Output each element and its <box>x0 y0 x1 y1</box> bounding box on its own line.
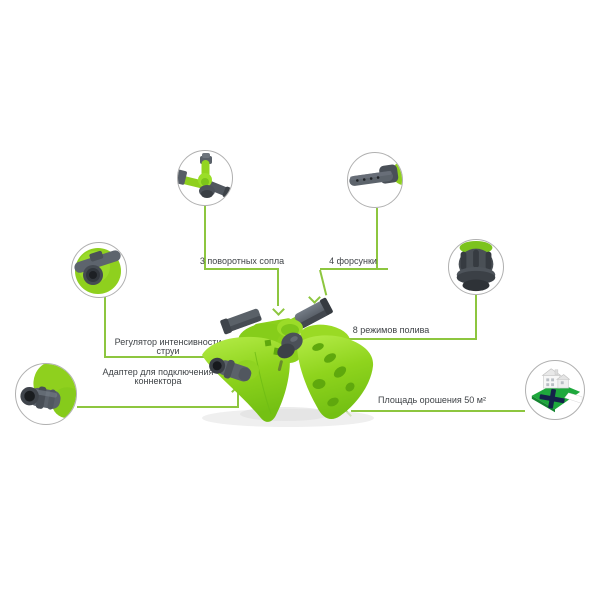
label-intensity-regulator: Регулятор интенсивности струи <box>114 337 222 356</box>
hose-adapter <box>20 364 76 419</box>
label-irrigation-area: Площадь орошения 50 м² <box>378 395 486 405</box>
rotary-nozzle-head-photo <box>178 153 232 200</box>
butterfly-sprinkler-product-photo <box>202 297 374 427</box>
callout-line-area-horizontal <box>351 410 525 412</box>
feature-circle-irrigation-area <box>525 360 585 420</box>
feature-circle-intensity-regulator <box>71 242 127 298</box>
label-jets: 4 форсунки <box>329 256 377 266</box>
callout-line-regulator-vertical <box>104 296 106 358</box>
right-wing <box>297 335 374 419</box>
mode-selector-on-product <box>277 332 303 359</box>
label-rotary-nozzles: 3 поворотных сопла <box>199 256 285 266</box>
intensity-regulator-photo <box>74 248 121 294</box>
jet-arm <box>349 161 402 186</box>
callout-line-rotary-nozzles-vertical <box>204 206 206 270</box>
feature-circle-connector-adapter <box>15 363 77 425</box>
feature-circle-rotary-nozzles <box>177 150 233 206</box>
label-watering-modes: 8 режимов полива <box>352 325 430 335</box>
house-lawn-scene <box>531 368 583 413</box>
callout-line-watering-modes-horizontal <box>304 338 477 340</box>
brand-logo-mark <box>277 360 283 371</box>
callout-line-jets-vertical <box>376 208 378 270</box>
callout-line-adapter-horizontal <box>77 406 239 408</box>
feature-circle-jets <box>347 152 403 208</box>
mode-knob <box>456 240 496 292</box>
feature-circle-watering-modes <box>448 239 504 295</box>
hose-adapter-on-product <box>209 357 259 382</box>
sprinkler-spray-cross <box>539 388 565 409</box>
rotary-head <box>178 153 232 200</box>
label-connector-adapter: Адаптер для подключения коннектора <box>102 367 214 386</box>
right-spray-arm <box>289 297 333 329</box>
mode-selector-knob-photo <box>456 240 496 292</box>
irrigation-area-photo <box>531 368 583 413</box>
callout-line-jets-underline <box>320 268 388 270</box>
callout-line-rotary-nozzles-drop <box>277 270 279 306</box>
callout-line-watering-modes-vertical <box>475 295 477 340</box>
callout-line-regulator-horizontal <box>104 356 212 358</box>
callout-line-rotary-nozzles-underline <box>204 268 279 270</box>
regulator-knob <box>74 248 121 294</box>
four-jet-arm-photo <box>349 161 402 186</box>
hose-connector-adapter-photo <box>20 364 76 419</box>
callout-line-adapter-riser <box>237 391 239 407</box>
